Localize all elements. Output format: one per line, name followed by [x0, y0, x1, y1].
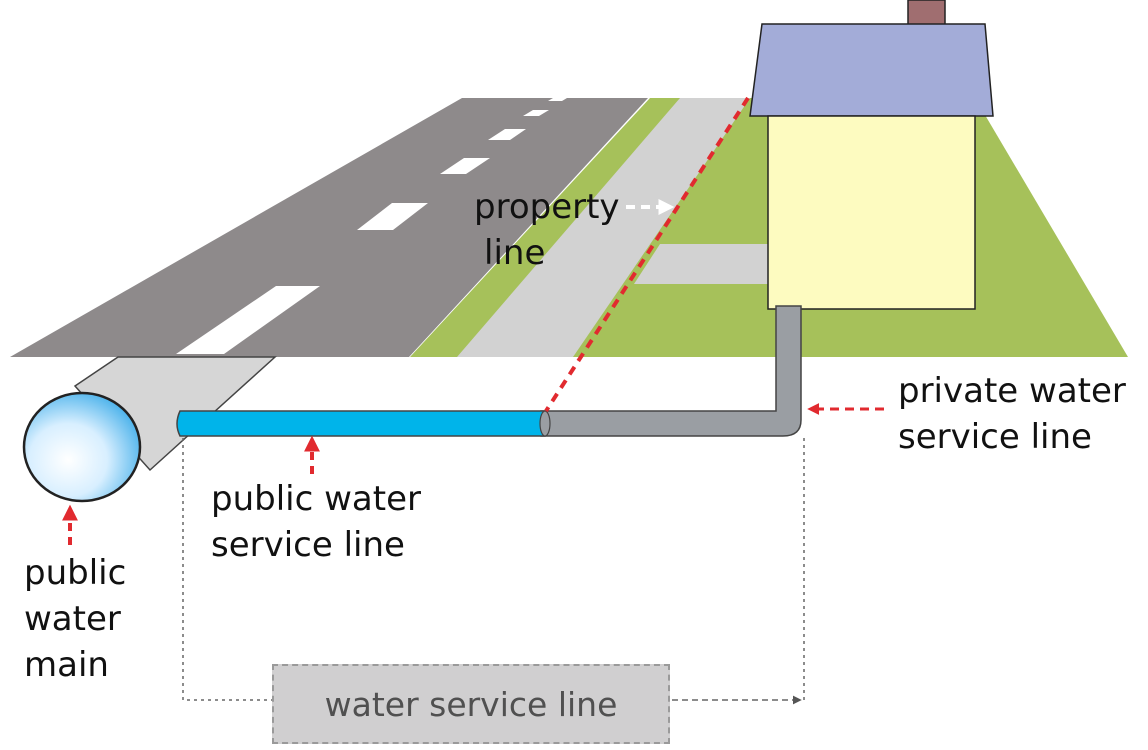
water-service-line-label: water service line [324, 684, 618, 724]
property-line-label: property line [474, 187, 620, 273]
roof [749, 23, 994, 117]
lane-marking [523, 110, 549, 116]
house-icon [749, 0, 994, 310]
walkway [634, 244, 770, 284]
sidewalk [457, 98, 750, 357]
lane-marking [488, 129, 526, 140]
road-icon [10, 98, 648, 357]
water-main-icon [22, 391, 142, 503]
public-water-main-label: public water main [24, 553, 127, 685]
lane-marking [440, 158, 490, 174]
public-service-line-label: public water service line [211, 479, 421, 565]
lane-marking [548, 98, 567, 101]
service-line-bracket [182, 438, 272, 701]
lane-marking [357, 203, 428, 230]
property-line [544, 96, 750, 413]
public-service-pipe [176, 410, 551, 437]
private-service-pipe [540, 305, 802, 437]
house-wall [767, 115, 976, 310]
lane-marking [176, 286, 320, 354]
private-service-line-label: private water service line [898, 371, 1126, 457]
water-service-line-box: water service line [272, 664, 670, 744]
